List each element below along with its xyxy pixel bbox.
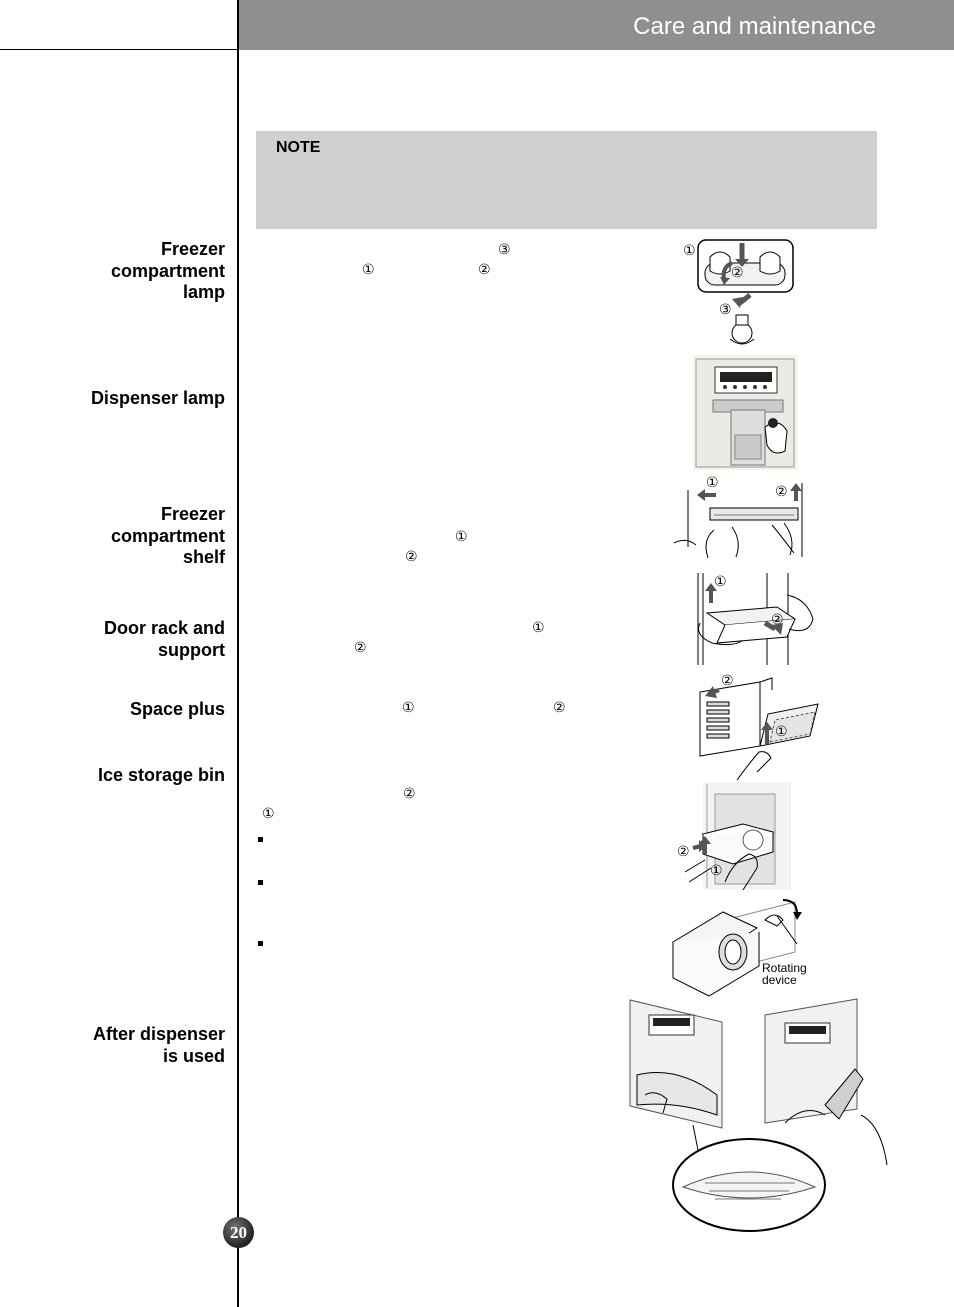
step-mark: ① — [714, 574, 727, 590]
section-label-after-dispenser: After dispenser is used — [92, 1024, 225, 1066]
step-mark: ② — [553, 700, 566, 716]
note-label: NOTE — [276, 139, 321, 156]
door-rack-illustration — [697, 573, 814, 665]
bullet-icon — [258, 837, 263, 842]
header-rule — [0, 49, 238, 50]
step-mark: ① — [455, 529, 468, 545]
step-mark: ① — [706, 475, 719, 491]
step-mark: ① — [402, 700, 415, 716]
rotating-device-illustration — [671, 899, 802, 997]
section-label-door-rack: Door rack and support — [103, 618, 225, 660]
space-plus-illustration — [699, 677, 819, 781]
step-mark: ② — [354, 640, 367, 656]
rotating-device-label: Rotating device — [762, 961, 807, 987]
dispenser-lamp-illustration — [693, 355, 798, 470]
freezer-lamp-illustration — [697, 239, 794, 345]
note-box: NOTE — [256, 131, 877, 229]
section-label-ice-bin: Ice storage bin — [97, 765, 225, 785]
page-title: Care and maintenance — [633, 13, 876, 40]
step-mark: ② — [478, 262, 491, 278]
section-label-freezer-shelf: Freezer compartment shelf — [110, 504, 225, 567]
step-mark: ③ — [719, 302, 732, 318]
step-mark: ① — [362, 262, 375, 278]
section-label-space-plus: Space plus — [129, 699, 225, 719]
step-mark: ② — [405, 549, 418, 565]
margin-rule — [237, 0, 239, 1307]
ice-bin-illustration — [684, 782, 791, 890]
step-mark: ② — [721, 673, 734, 689]
step-mark: ② — [677, 844, 690, 860]
step-mark: ① — [262, 806, 275, 822]
page-number: 20 — [223, 1217, 254, 1248]
dispenser-tray-illustration — [629, 998, 888, 1232]
bullet-icon — [258, 880, 263, 885]
step-mark: ② — [731, 265, 744, 281]
freezer-shelf-illustration — [673, 483, 803, 559]
step-mark: ① — [775, 724, 788, 740]
step-mark: ① — [710, 863, 723, 879]
header-bar — [238, 0, 954, 50]
step-mark: ② — [771, 612, 784, 628]
step-mark: ③ — [498, 242, 511, 258]
step-mark: ② — [403, 786, 416, 802]
section-label-dispenser-lamp: Dispenser lamp — [90, 388, 225, 408]
step-mark: ① — [532, 620, 545, 636]
step-mark: ① — [683, 243, 696, 259]
bullet-icon — [258, 941, 263, 946]
section-label-freezer-lamp: Freezer compartment lamp — [110, 239, 225, 302]
step-mark: ② — [775, 484, 788, 500]
